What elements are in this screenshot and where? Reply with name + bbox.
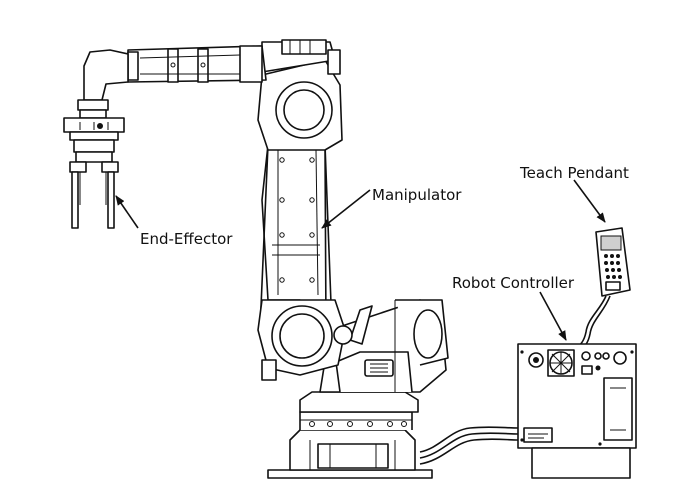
label-teach-pendant: Teach Pendant <box>519 164 629 182</box>
manipulator-wrist <box>77 49 129 119</box>
manipulator <box>77 39 449 479</box>
end-effector <box>63 117 125 229</box>
label-manipulator-group: Manipulator <box>321 186 462 229</box>
label-end-effector-group: End-Effector <box>115 195 233 248</box>
manipulator-lower-arm <box>257 141 353 381</box>
label-manipulator: Manipulator <box>372 186 462 204</box>
label-robot-controller: Robot Controller <box>452 274 575 292</box>
manipulator-elbow <box>257 39 343 151</box>
connection-cables <box>419 426 519 465</box>
label-end-effector: End-Effector <box>140 230 233 248</box>
robot-controller <box>517 343 637 479</box>
manipulator-base <box>267 411 433 479</box>
label-robot-controller-group: Robot Controller <box>452 274 575 341</box>
teach-pendant <box>574 227 631 351</box>
label-teach-pendant-group: Teach Pendant <box>519 164 629 223</box>
manipulator-upper-arm <box>127 45 267 83</box>
